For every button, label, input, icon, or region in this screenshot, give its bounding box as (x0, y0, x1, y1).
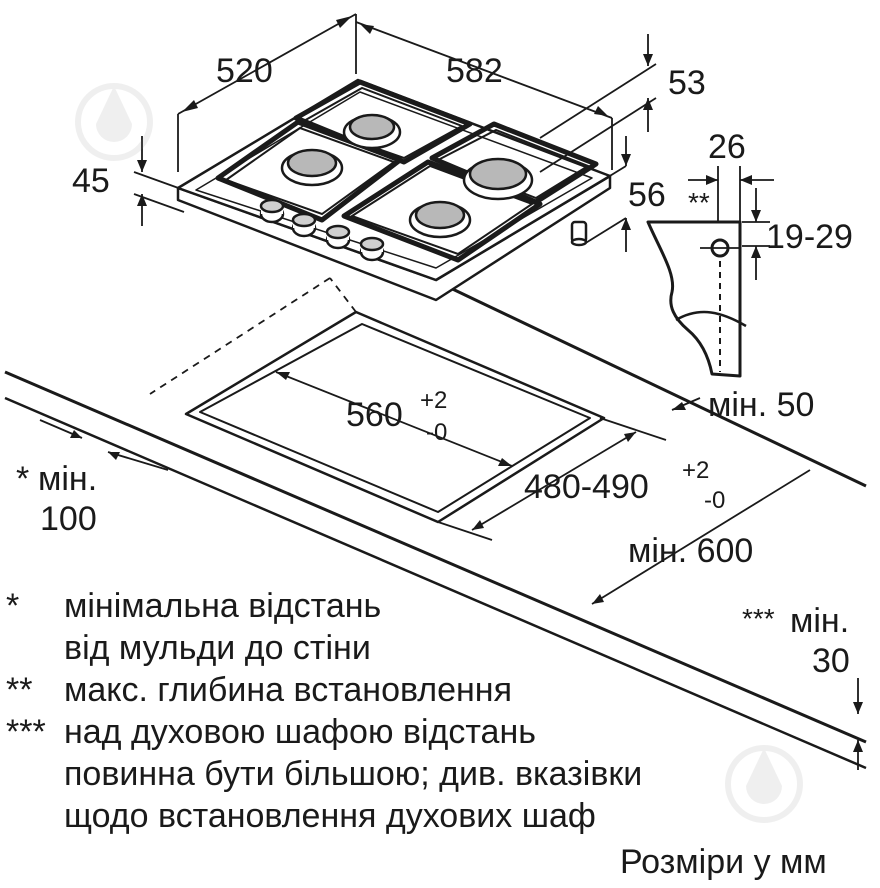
dim-min-100-value: 100 (40, 500, 97, 538)
dim-min-100-label: мін. (38, 460, 97, 498)
dim-side-depth: 56 (628, 176, 666, 214)
footnote-mark-3: *** (6, 713, 46, 751)
footnote-3-line-2: повинна бути більшою; див. вказівки (64, 755, 643, 793)
control-knobs (259, 198, 588, 262)
footnote-3-line-3: щодо встановлення духових шаф (64, 797, 596, 835)
footnote-2-line-1: макс. глибина встановлення (64, 671, 512, 709)
knob-1 (259, 198, 285, 224)
dim-top-right: 53 (668, 64, 706, 102)
dim-bracket-width: 26 (708, 128, 746, 166)
dim-min-30-stars: *** (742, 603, 775, 634)
drop-logo-icon (722, 734, 806, 829)
dim-min-600: мін. 600 (628, 532, 753, 570)
dim-cutout-width: 560 (346, 396, 403, 434)
drop-logo-icon (72, 72, 156, 167)
countertop (4, 262, 867, 770)
dim-min-50: мін. 50 (708, 386, 814, 424)
dim-bracket-range: 19-29 (766, 218, 853, 256)
burners (280, 113, 534, 239)
dim-min-30-label: мін. (790, 602, 849, 640)
footnote-3-line-1: над духовою шафою відстань (64, 713, 536, 751)
hob-top-plate (176, 78, 612, 282)
knob-3 (325, 224, 351, 250)
dim-width: 520 (216, 52, 273, 90)
units-label: Розміри у мм (620, 843, 827, 881)
projection-lines (149, 277, 357, 395)
grate-right-front (341, 159, 543, 263)
arrow-heads (70, 16, 863, 752)
dim-min-30-value: 30 (812, 642, 850, 680)
dim-length: 582 (446, 52, 503, 90)
burner-right-front (408, 200, 472, 239)
countertop-front-edge-top (4, 370, 867, 744)
footnote-1-line-1: мінімальна відстань (64, 587, 382, 625)
footnote-mark-2: ** (6, 671, 33, 709)
knob-4 (359, 236, 385, 262)
dim-bracket-mark: ** (688, 187, 710, 218)
dim-cutout-width-tol-plus: +2 (420, 387, 447, 414)
dim-cutout-depth-tol-minus: -0 (704, 487, 725, 514)
footnote-mark-1: * (6, 587, 20, 625)
fixing-bracket (646, 220, 747, 378)
countertop-front-edge-bottom (4, 396, 867, 770)
knob-2 (291, 212, 317, 238)
dim-cutout-width-tol-minus: -0 (426, 419, 447, 446)
dim-cutout-depth-tol-plus: +2 (682, 457, 709, 484)
dim-height: 45 (72, 162, 110, 200)
burner-right-back-wok (462, 157, 534, 201)
dimension-labels: 520 582 53 45 56 26 ** 19-29 560 +2 -0 4… (16, 52, 853, 680)
dim-cutout-depth: 480-490 (524, 468, 649, 506)
burner-left-back (342, 113, 402, 150)
burner-left-front (280, 148, 344, 187)
countertop-back-edge (399, 262, 867, 488)
hob-foot (570, 220, 588, 247)
footnote-1-line-2: від мульди до стіни (64, 629, 371, 667)
dim-min-100-star: * (16, 460, 29, 498)
